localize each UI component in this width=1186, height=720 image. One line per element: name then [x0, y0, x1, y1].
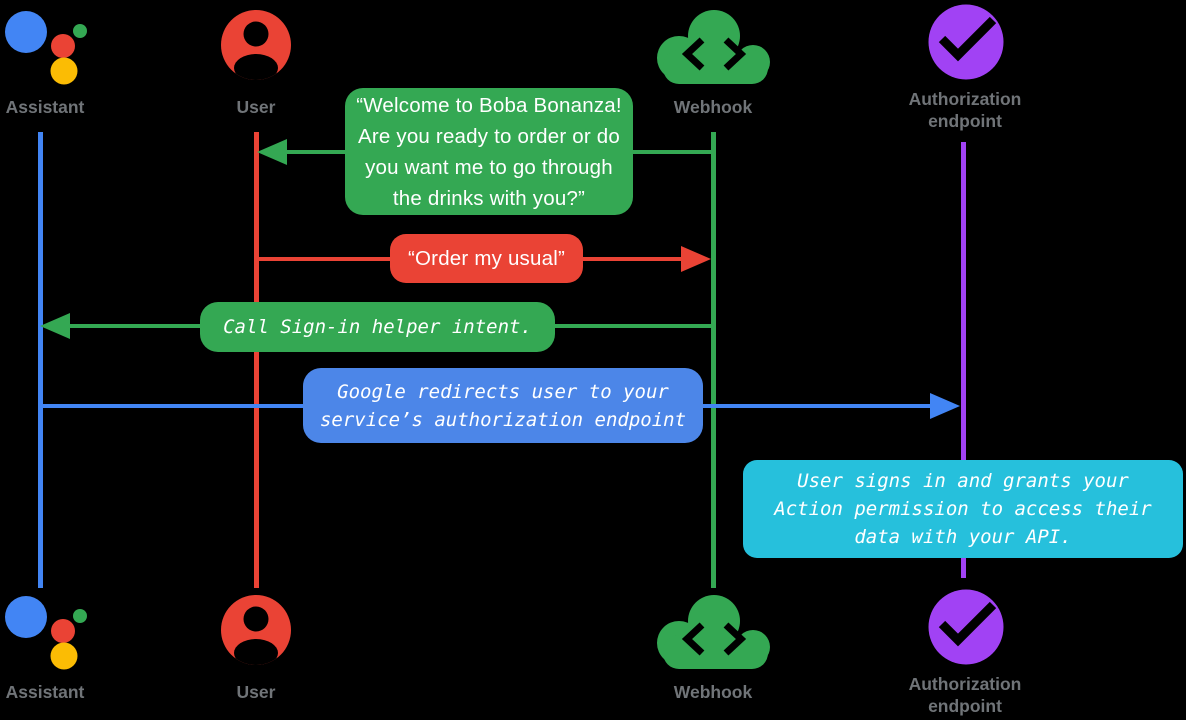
webhook-label-top: Webhook — [673, 97, 753, 117]
cloud-code-icon — [655, 593, 771, 680]
cloud-code-icon — [655, 8, 771, 95]
redirect-arrowhead-icon — [930, 393, 960, 419]
webhook-lifeline — [711, 132, 716, 588]
signin-message-bubble: Call Sign-in helper intent. — [200, 302, 555, 352]
person-circle-icon — [221, 595, 291, 672]
user-label-bottom: User — [236, 682, 276, 702]
google-assistant-icon — [4, 8, 90, 93]
redirect-message-bubble: Google redirects user to your service’s … — [303, 368, 703, 443]
auth-label-bottom: Authorization endpoint — [908, 674, 1022, 716]
welcome-arrowhead-icon — [257, 139, 287, 165]
assistant-label-bottom: Assistant — [5, 682, 85, 702]
order-message-bubble: “Order my usual” — [390, 234, 583, 283]
checkmark-circle-icon — [927, 588, 1005, 671]
checkmark-circle-icon — [927, 3, 1005, 86]
signin-note-bubble: User signs in and grants your Action per… — [743, 460, 1183, 558]
assistant-label-top: Assistant — [5, 97, 85, 117]
auth-label-top: Authorization endpoint — [908, 89, 1022, 131]
user-lifeline — [254, 132, 259, 588]
signin-arrowhead-icon — [40, 313, 70, 339]
user-label-top: User — [236, 97, 276, 117]
webhook-label-bottom: Webhook — [673, 682, 753, 702]
google-assistant-icon — [4, 593, 90, 678]
auth-lifeline — [961, 142, 966, 578]
welcome-message-bubble: “Welcome to Boba Bonanza! Are you ready … — [345, 88, 633, 215]
order-arrowhead-icon — [681, 246, 711, 272]
person-circle-icon — [221, 10, 291, 87]
assistant-lifeline — [38, 132, 43, 588]
